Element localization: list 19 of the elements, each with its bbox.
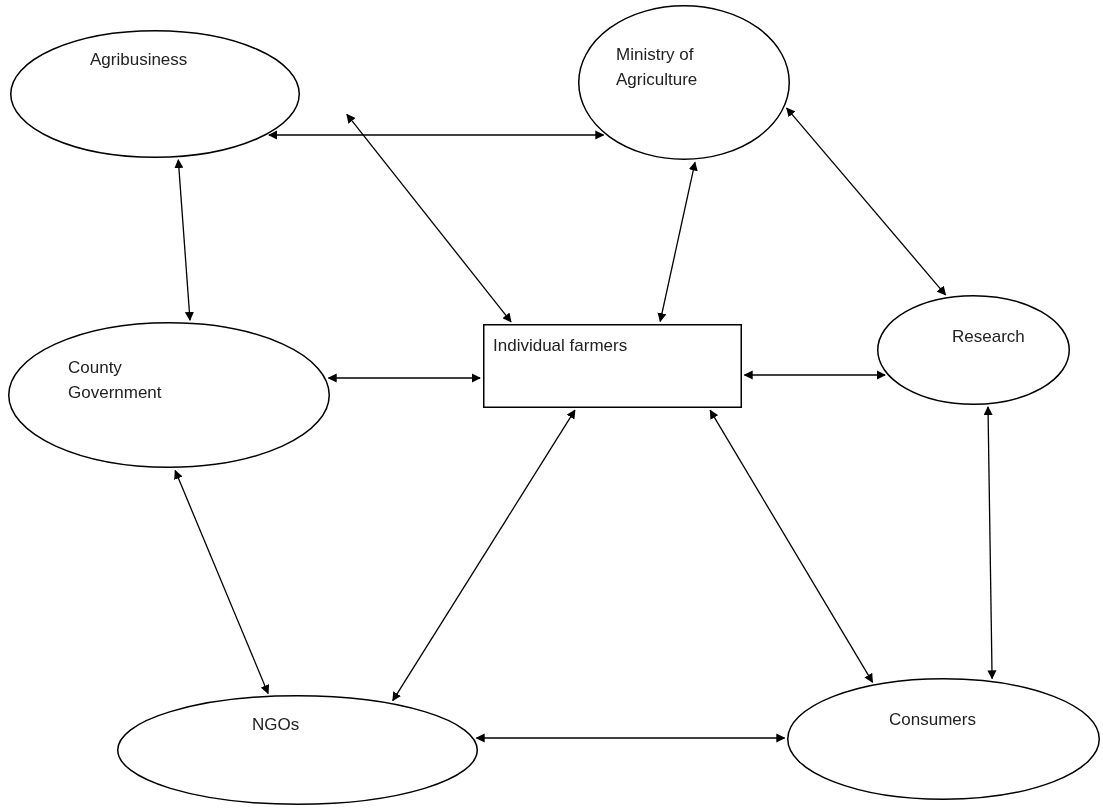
- double-arrow: [786, 107, 947, 296]
- double-arrow: [657, 161, 698, 323]
- node-label: Individual farmers: [493, 335, 629, 357]
- node-label: Ministry of Agriculture: [616, 44, 699, 91]
- node-label: NGOs: [252, 714, 301, 736]
- double-arrow: [346, 113, 512, 323]
- double-arrow: [475, 733, 786, 743]
- node-label: Research: [952, 326, 1022, 348]
- double-arrow: [709, 409, 874, 683]
- node-label: Consumers: [889, 709, 977, 731]
- double-arrow: [174, 469, 270, 695]
- double-arrow: [268, 130, 605, 140]
- double-arrow: [983, 406, 997, 680]
- double-arrow: [392, 409, 576, 702]
- double-arrow: [743, 370, 886, 380]
- double-arrow: [327, 373, 481, 383]
- node-label: Agribusiness: [90, 49, 189, 71]
- node-label: County Government: [68, 357, 163, 404]
- double-arrow: [174, 159, 194, 321]
